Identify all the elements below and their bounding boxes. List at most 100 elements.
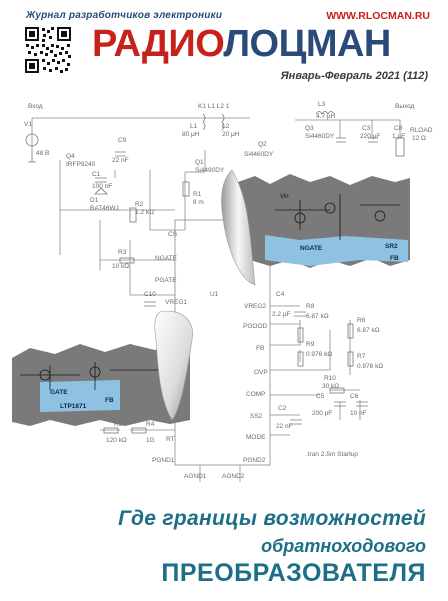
label-r5-val: 120 kΩ — [106, 437, 127, 444]
label-r1: R1 — [193, 191, 202, 198]
label-l3: L3 — [318, 101, 326, 108]
label-c4-val: 2.2 µF — [272, 311, 291, 318]
torn-fb: FB — [390, 255, 399, 262]
label-r1-val: 8 m — [193, 199, 204, 206]
label-ngate: NGATE — [155, 255, 178, 262]
label-q1: Q1 — [195, 159, 204, 166]
schematic-components — [25, 111, 405, 434]
label-l2-val: 20 µH — [222, 131, 240, 138]
label-l1: L1 — [190, 123, 198, 130]
label-c3: C3 — [362, 125, 371, 132]
label-agnd1: AGND1 — [184, 473, 207, 480]
label-q3: Q3 — [305, 125, 314, 132]
torn-fb2: FB — [105, 397, 114, 404]
label-r4-val: 1G — [146, 437, 155, 444]
label-rload-val: 12 Ω — [412, 135, 426, 142]
label-q3-part: Si4460DY — [305, 133, 335, 140]
label-r6: R6 — [357, 317, 366, 324]
label-k: K1 L1 L2 1 — [198, 103, 230, 110]
torn-vin: Vin — [280, 194, 289, 200]
label-c5-val: 200 pF — [312, 410, 332, 417]
label-c8: C8 — [394, 125, 403, 132]
label-c5: C5 — [316, 393, 325, 400]
schematic-labels: Вход V1 48 В K1 L1 L2 1 Выход L3 4.7 µH … — [24, 101, 433, 480]
label-q2: Q2 — [258, 141, 267, 148]
label-d1-part: BAT46WJ — [90, 205, 119, 212]
label-comp: COMP — [246, 391, 266, 398]
label-c2-val: 22 nF — [276, 423, 293, 430]
label-v1-val: 48 В — [36, 150, 49, 157]
logo-part-locman: ЛОЦМАН — [223, 23, 391, 65]
label-pgood: PGOOD — [243, 323, 268, 330]
label-rt: RT — [166, 436, 175, 443]
torn-sr2: SR2 — [385, 243, 398, 250]
label-rload: RLOAD — [410, 127, 433, 134]
label-vin: Вход — [28, 103, 43, 110]
label-c2: C2 — [278, 405, 287, 412]
label-c9: C9 — [118, 137, 127, 144]
label-r3: R3 — [118, 249, 127, 256]
logo-part-radio: РАДИО — [92, 23, 224, 65]
issue-number: Январь-Февраль 2021 (112) — [280, 70, 428, 82]
label-agnd2: AGND2 — [222, 473, 245, 480]
label-c1-val: 100 nF — [92, 183, 112, 190]
cover-title-line3: преобразователя — [161, 559, 426, 587]
label-vout: Выход — [395, 103, 415, 110]
torn-ngate: NGATE — [300, 245, 323, 252]
label-l3-val: 4.7 µH — [316, 113, 336, 120]
cover-title-line1: Где границы возможностей — [118, 507, 426, 530]
label-c3-val: 220 µF — [360, 133, 380, 140]
label-r3-val: 10 kΩ — [112, 263, 129, 270]
cover-title-line2: обратноходового — [261, 536, 426, 556]
label-q2-part: Si4460DY — [244, 151, 274, 158]
label-r8-val: 6.87 kΩ — [306, 313, 329, 320]
torn-strip-left: GATE FB LTP1871 — [12, 310, 193, 426]
label-pgnd1: PGND1 — [152, 457, 175, 464]
label-cs: CS — [168, 231, 178, 238]
label-c6: C6 — [350, 393, 359, 400]
label-q1-part: Si4490DY — [195, 167, 225, 174]
magazine-tagline: Журнал разработчиков электроники — [26, 10, 223, 21]
label-r7: R7 — [357, 353, 366, 360]
label-fb: FB — [256, 345, 264, 352]
torn-gate: GATE — [50, 389, 68, 396]
label-mode: MODE — [246, 434, 266, 441]
label-r7-val: 0.976 kΩ — [357, 363, 383, 370]
label-l1-val: 80 µH — [182, 131, 200, 138]
magazine-logo: РАДИОЛОЦМАН — [92, 24, 391, 64]
label-r9-val: 0.976 kΩ — [306, 351, 332, 358]
label-q4: Q4 — [66, 153, 75, 160]
label-v1: V1 — [24, 121, 32, 128]
label-c4: C4 — [276, 291, 285, 298]
label-q4-part: IRFP9240 — [66, 161, 96, 168]
label-r9: R9 — [306, 341, 315, 348]
label-l2: L2 — [222, 123, 230, 130]
label-ss2: SS2 — [250, 413, 263, 420]
label-d1: D1 — [90, 197, 99, 204]
label-r10: R10 — [324, 375, 336, 382]
label-c8-val: 1 µF — [392, 133, 405, 140]
label-ovp: OVP — [254, 369, 268, 376]
label-vreg2: VREG2 — [244, 303, 266, 310]
label-r5: R5 — [114, 421, 123, 428]
label-c1: C1 — [92, 171, 101, 178]
label-pgnd2: PGND2 — [243, 457, 266, 464]
label-r8: R8 — [306, 303, 315, 310]
qr-code-icon[interactable] — [24, 26, 72, 74]
label-tran: .tran 2.5m Startup — [306, 451, 358, 458]
label-u1: U1 — [210, 291, 219, 298]
label-vreg1: VREG1 — [165, 299, 187, 306]
label-r2: R2 — [135, 201, 144, 208]
website-link[interactable]: WWW.RLOCMAN.RU — [326, 10, 430, 22]
schematic-illustration: Вход V1 48 В K1 L1 L2 1 Выход L3 4.7 µH … — [12, 101, 433, 482]
label-c10: C10 — [144, 291, 156, 298]
torn-ltp: LTP1871 — [60, 403, 87, 410]
label-c6-val: 10 nF — [350, 410, 367, 417]
label-r10-val: 30 kΩ — [322, 383, 339, 390]
label-c9-val: 22 nF — [112, 157, 129, 164]
label-r4: R4 — [146, 421, 155, 428]
label-r6-val: 6.87 kΩ — [357, 327, 380, 334]
label-r2-val: 1.2 kΩ — [135, 209, 154, 216]
label-pgate: PGATE — [155, 277, 177, 284]
